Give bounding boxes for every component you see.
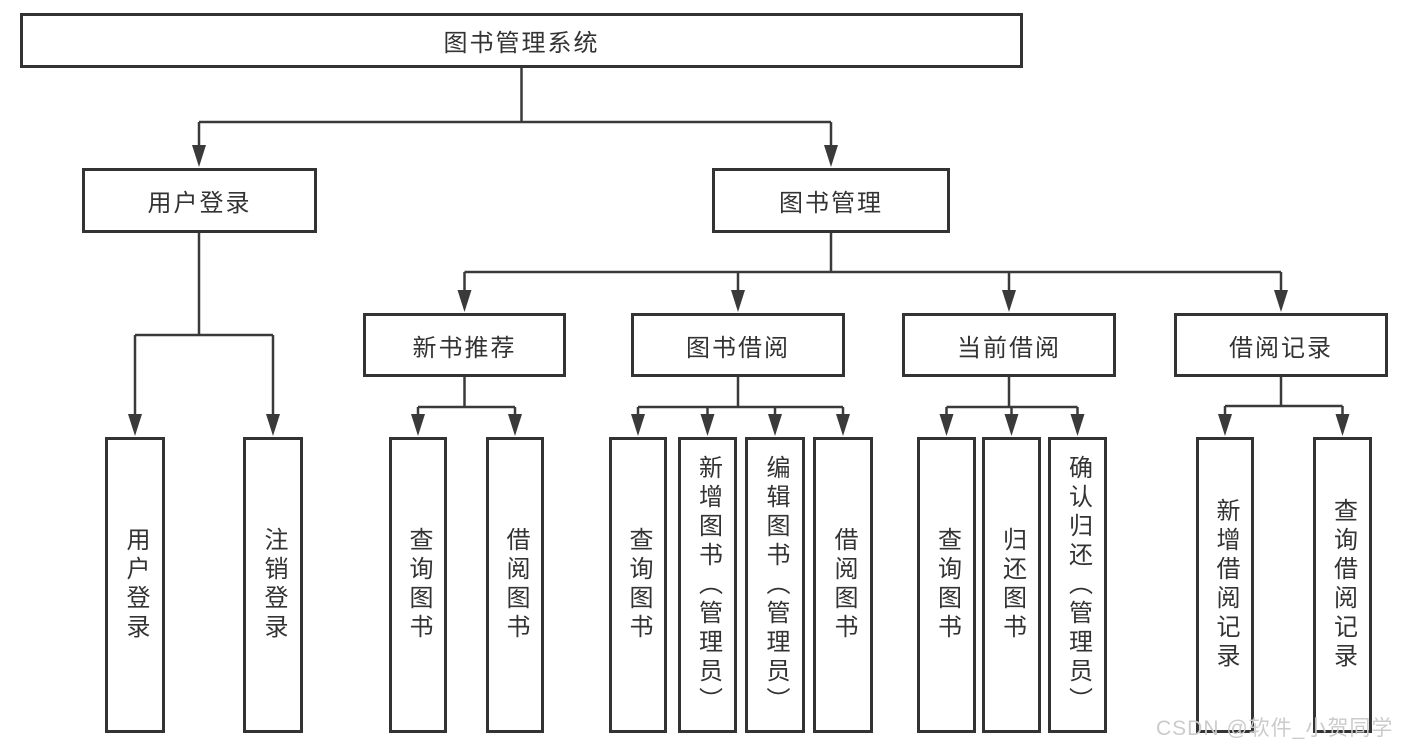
node-book-management: 图书管理 <box>712 168 950 233</box>
arrow-icon <box>411 414 425 436</box>
leaf-borrowing-borrow-books: 借阅图书 <box>813 437 873 733</box>
arrow-icon <box>457 290 472 312</box>
leaf-borrowing-query-books: 查询图书 <box>609 437 667 733</box>
arrow-icon <box>266 414 280 436</box>
connector-currentborrow-to-children <box>945 377 1079 417</box>
leaf-records-add-record: 新增借阅记录 <box>1196 437 1254 733</box>
arrow-icon <box>731 290 745 312</box>
connector-userlogin-to-children <box>133 233 275 417</box>
csdn-watermark: CSDN @软件_小贺同学 <box>1156 717 1394 740</box>
leaf-borrowing-edit-books-admin: 编辑图书（管理员） <box>745 437 805 733</box>
leaf-newbook-query-books: 查询图书 <box>389 437 447 733</box>
leaf-logout: 注销登录 <box>243 437 303 733</box>
node-new-book-recommend: 新书推荐 <box>363 313 566 377</box>
node-library-management-system: 图书管理系统 <box>20 13 1023 68</box>
node-book-borrowing: 图书借阅 <box>631 313 845 377</box>
arrow-icon <box>192 145 206 167</box>
arrow-icon <box>824 145 838 167</box>
arrow-icon <box>1070 414 1085 436</box>
leaf-current-query-books: 查询图书 <box>917 437 976 733</box>
arrow-icon <box>1004 414 1019 436</box>
arrow-icon <box>1218 414 1232 436</box>
arrowheads <box>128 145 1350 436</box>
arrow-icon <box>700 414 715 436</box>
arrow-icon <box>508 414 522 436</box>
leaf-user-login: 用户登录 <box>105 437 165 733</box>
arrow-icon <box>939 414 954 436</box>
leaf-records-query-record: 查询借阅记录 <box>1313 437 1372 733</box>
arrow-icon <box>631 414 645 436</box>
connector-newbook-to-children <box>416 377 517 417</box>
connector-records-to-children <box>1223 377 1344 417</box>
arrow-icon <box>836 414 850 436</box>
leaf-newbook-borrow-books: 借阅图书 <box>486 437 544 733</box>
node-borrowing-records: 借阅记录 <box>1174 313 1388 377</box>
connector-bookborrow-to-children <box>636 377 845 417</box>
connector-bookmgmt-to-level3 <box>463 233 1283 293</box>
arrow-icon <box>768 414 782 436</box>
node-current-borrowing: 当前借阅 <box>902 313 1116 377</box>
leaf-current-confirm-return-admin: 确认归还（管理员） <box>1048 437 1107 733</box>
connector-root-to-level2 <box>197 68 833 148</box>
arrow-icon <box>1335 414 1350 436</box>
leaf-borrowing-add-books-admin: 新增图书（管理员） <box>678 437 737 733</box>
node-user-login: 用户登录 <box>82 168 317 233</box>
arrow-icon <box>1002 290 1016 312</box>
arrow-icon <box>128 414 142 436</box>
leaf-current-return-books: 归还图书 <box>982 437 1041 733</box>
arrow-icon <box>1274 290 1288 312</box>
